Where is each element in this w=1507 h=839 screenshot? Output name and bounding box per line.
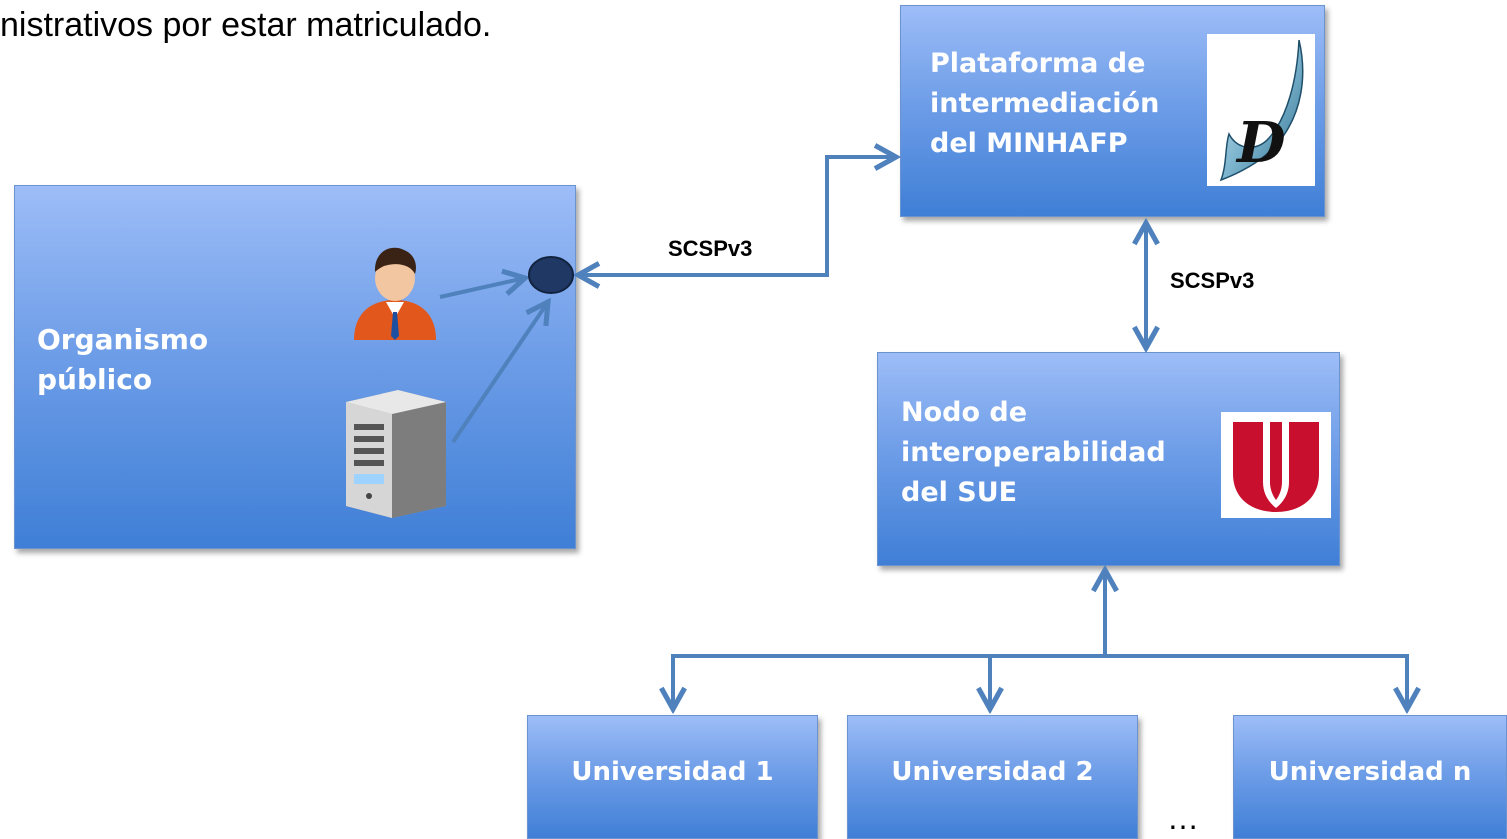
connector-tree-bar (671, 654, 1409, 707)
universidad-1-label: Universidad 1 (571, 757, 774, 787)
plataforma-intermediacion-box: Plataforma de intermediación del MINHAFP… (900, 5, 1325, 217)
sue-logo-icon (1221, 412, 1331, 518)
universidad-n-label: Universidad n (1268, 757, 1472, 787)
organismo-label-line-2: público (37, 363, 153, 396)
nodo-label: Nodo de interoperabilidad del SUE (901, 393, 1166, 513)
intro-text: nistrativos por estar matriculado. (0, 6, 492, 44)
plataforma-label-line-2: intermediación (930, 88, 1160, 119)
svg-text:D: D (1235, 110, 1286, 176)
nodo-label-line-2: interoperabilidad (901, 437, 1166, 468)
universities-ellipsis: … (1167, 800, 1199, 836)
plataforma-label: Plataforma de intermediación del MINHAFP (930, 44, 1159, 164)
user-icon (354, 247, 436, 340)
server-icon (346, 390, 446, 518)
protocol-label-plataforma-nodo: SCSPv3 (1170, 268, 1255, 293)
universidad-2-label: Universidad 2 (891, 757, 1094, 787)
organismo-publico-label: Organismo público (37, 320, 208, 400)
connector-server-endpoint (451, 302, 548, 444)
nodo-label-line-3: del SUE (901, 477, 1018, 508)
plataforma-label-line-1: Plataforma de (930, 48, 1146, 79)
universidad-n-box: Universidad n (1233, 715, 1507, 839)
intermediation-logo-icon: D (1207, 34, 1315, 186)
service-endpoint (528, 256, 574, 294)
connector-organismo-plataforma (578, 157, 896, 275)
nodo-interoperabilidad-box: Nodo de interoperabilidad del SUE (877, 352, 1340, 566)
universidad-1-box: Universidad 1 (527, 715, 818, 839)
nodo-label-line-1: Nodo de (901, 397, 1028, 428)
organismo-label-line-1: Organismo (37, 323, 209, 356)
organismo-publico-box: Organismo público (14, 185, 576, 549)
connector-user-endpoint (439, 278, 525, 299)
plataforma-label-line-3: del MINHAFP (930, 128, 1128, 159)
universidad-2-box: Universidad 2 (847, 715, 1138, 839)
